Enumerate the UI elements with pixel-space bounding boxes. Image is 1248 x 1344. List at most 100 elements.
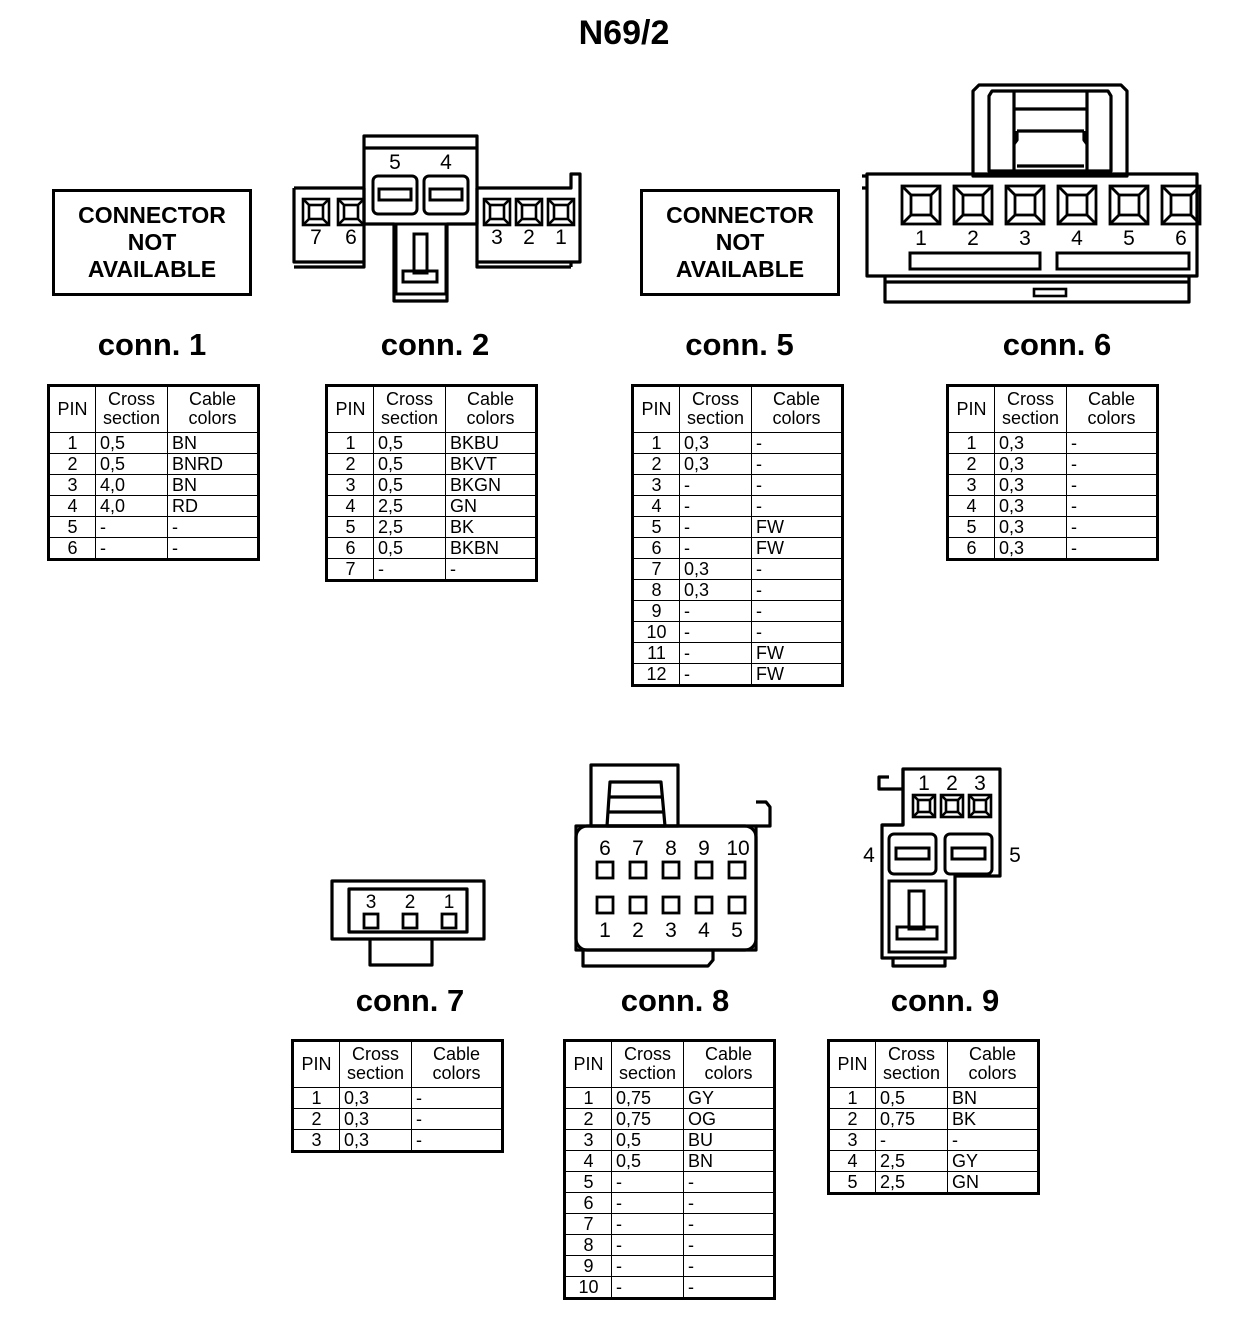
cell-cross-section: - — [679, 599, 752, 622]
cell-pin: 3 — [565, 1128, 612, 1151]
conn2-svg: 7 6 5 4 3 2 1 — [292, 134, 582, 303]
cell-cross-section: - — [95, 515, 168, 538]
cell-pin: 8 — [633, 578, 680, 601]
conn2-pin-label-2: 2 — [523, 226, 535, 249]
conn6-pin-label-4: 4 — [1071, 227, 1083, 250]
cell-pin: 5 — [49, 515, 96, 538]
cell-cable-colors: BKBN — [445, 536, 536, 559]
cell-cable-colors: - — [947, 1128, 1038, 1151]
cell-pin: 1 — [948, 431, 995, 454]
conn9-svg: 1 2 3 4 5 — [863, 767, 1021, 968]
cell-pin: 5 — [633, 515, 680, 538]
na-line-1: CONNECTOR — [666, 201, 814, 228]
cell-cross-section: 0,5 — [373, 536, 446, 559]
cell-cross-section: - — [679, 536, 752, 559]
cell-cable-colors: - — [411, 1086, 502, 1109]
cell-cable-colors: BK — [947, 1107, 1038, 1130]
cell-cross-section: - — [611, 1233, 684, 1256]
cell-cross-section: - — [679, 641, 752, 664]
cell-cable-colors: GN — [947, 1170, 1038, 1193]
caption-conn7: conn. 7 — [355, 983, 465, 1018]
cell-cross-section: - — [611, 1191, 684, 1214]
cell-cable-colors: - — [683, 1170, 774, 1193]
cell-cross-section: 0,5 — [611, 1128, 684, 1151]
cell-pin: 5 — [327, 515, 374, 538]
cell-cross-section: - — [611, 1275, 684, 1298]
cell-pin: 6 — [948, 536, 995, 559]
cell-cable-colors: - — [751, 452, 842, 475]
cell-cross-section: 0,5 — [95, 452, 168, 475]
cell-pin: 4 — [948, 494, 995, 517]
cell-pin: 1 — [829, 1086, 876, 1109]
cell-cable-colors: BK — [445, 515, 536, 538]
cell-cross-section: 0,3 — [679, 431, 752, 454]
conn2-pin-label-3: 3 — [491, 226, 503, 249]
caption-conn8: conn. 8 — [620, 983, 730, 1018]
cell-pin: 2 — [565, 1107, 612, 1130]
cell-cable-colors: - — [411, 1128, 502, 1151]
connector-not-available-box-conn5: CONNECTOR NOT AVAILABLE — [640, 189, 840, 296]
cell-cross-section: - — [611, 1254, 684, 1277]
cell-cross-section: 0,3 — [679, 578, 752, 601]
cell-cable-colors: FW — [751, 662, 842, 685]
table-row: 7-- — [565, 1212, 774, 1235]
na-line-2: NOT — [127, 228, 177, 255]
cell-cross-section: 0,5 — [875, 1086, 948, 1109]
table-row: 6-FW — [633, 536, 842, 559]
cell-cable-colors: BN — [683, 1149, 774, 1172]
cell-cable-colors: - — [1066, 473, 1157, 496]
cell-pin: 7 — [565, 1212, 612, 1235]
conn8-pin-label-9: 9 — [698, 837, 710, 860]
conn9-pin-label-4: 4 — [863, 844, 875, 867]
cell-pin: 12 — [633, 662, 680, 685]
cell-cross-section: - — [373, 557, 446, 580]
table-row: 3-- — [829, 1128, 1038, 1151]
cell-cable-colors: BN — [167, 473, 258, 496]
cell-cable-colors: FW — [751, 536, 842, 559]
conn8-pin-label-8: 8 — [665, 837, 677, 860]
cell-pin: 4 — [327, 494, 374, 517]
conn6-pin-label-2: 2 — [967, 227, 979, 250]
cell-cable-colors: - — [683, 1233, 774, 1256]
table-row: 11-FW — [633, 641, 842, 664]
conn8-pin-label-2: 2 — [632, 919, 644, 942]
cell-cable-colors: - — [683, 1254, 774, 1277]
cell-pin: 7 — [633, 557, 680, 580]
cell-pin: 2 — [829, 1107, 876, 1130]
table-row: 5-FW — [633, 515, 842, 538]
conn9-pin-label-3: 3 — [974, 772, 986, 795]
cell-pin: 11 — [633, 641, 680, 664]
cell-pin: 5 — [565, 1170, 612, 1193]
cell-cross-section: - — [611, 1170, 684, 1193]
cell-cable-colors: RD — [167, 494, 258, 517]
cell-pin: 6 — [633, 536, 680, 559]
cell-cross-section: 0,5 — [611, 1149, 684, 1172]
na-line-1: CONNECTOR — [78, 201, 226, 228]
cell-cable-colors: GY — [683, 1086, 774, 1109]
